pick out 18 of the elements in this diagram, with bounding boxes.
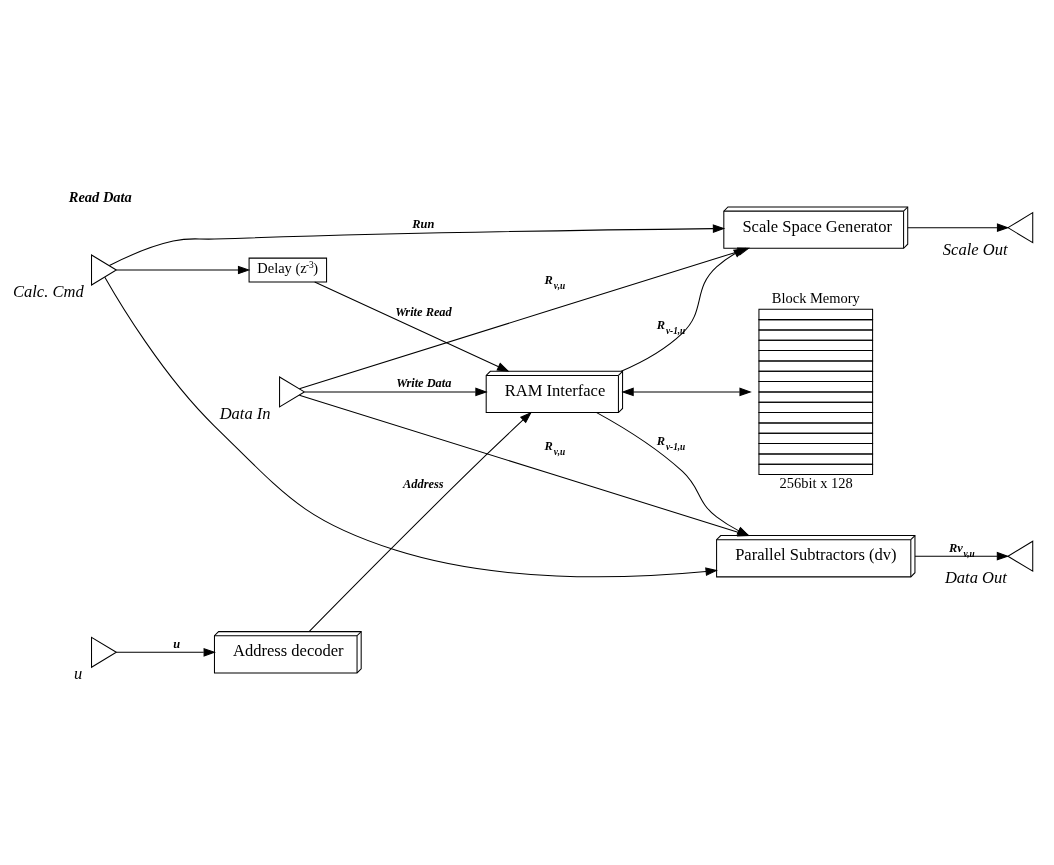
node-label: Data Out [944, 567, 1007, 587]
node-label: Scale Out [942, 239, 1008, 259]
edge-label: Run [412, 216, 435, 231]
edge-label: R$_{v-1,u}$ [656, 317, 686, 335]
edge-label: R$_{v,u}$ [544, 438, 566, 457]
edge-label: u [173, 636, 181, 651]
node-label: 256bit x 128 [779, 474, 853, 491]
edge-label: Write Read [395, 304, 452, 319]
node-label: Block Memory [771, 289, 860, 306]
node-label: u [73, 663, 83, 683]
edge-label: R$_{v,u}$ [544, 272, 566, 291]
node-label: Calc. Cmd [13, 281, 84, 301]
node-label: Data In [219, 403, 271, 423]
edge-label: Rv$_{v,u}$ [949, 540, 975, 559]
edge-label: Write Data [396, 375, 452, 390]
edge-label: Address [403, 476, 444, 491]
label: Read Data [68, 188, 132, 205]
edge-label: R$_{v-1,u}$ [656, 433, 686, 452]
